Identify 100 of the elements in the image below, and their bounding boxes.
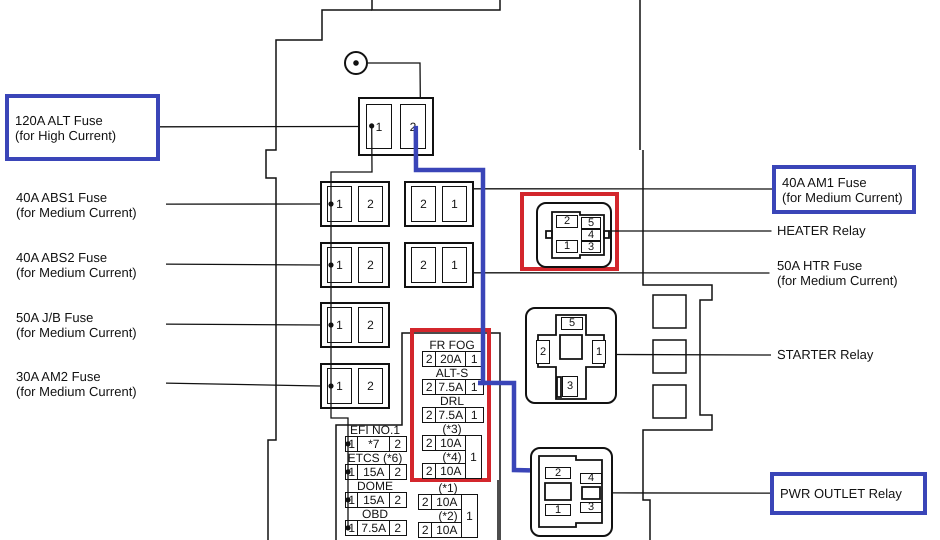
- terminal-pin: 1: [556, 240, 578, 253]
- fuse-cell: 1: [465, 435, 482, 479]
- fuse-slot: [404, 181, 474, 227]
- terminal-pin: 2: [358, 247, 383, 283]
- fuse-cell: 20A: [435, 351, 466, 367]
- callout-label: 40A ABS1 Fuse: [16, 190, 108, 205]
- fuse-label: DRL: [440, 395, 464, 407]
- callout-label: (for Medium Current): [16, 325, 137, 340]
- fuse-cell: 1: [461, 494, 478, 538]
- leader-line: [166, 323, 320, 326]
- callout-box: [5, 94, 160, 161]
- leader-line: [617, 354, 771, 356]
- fuse-cell: *7: [357, 436, 390, 452]
- terminal-pin: 1: [442, 247, 467, 283]
- terminal-pin: 2: [358, 307, 383, 343]
- callout-label: (for Medium Current): [782, 190, 903, 204]
- leader-line: [166, 382, 320, 387]
- leader-line: [474, 188, 772, 190]
- relay-socket: [536, 202, 612, 268]
- callout-label: (for High Current): [15, 128, 116, 142]
- leader-line: [160, 126, 358, 128]
- callout-label: STARTER Relay: [777, 347, 874, 362]
- leader-line: [613, 492, 770, 494]
- fuse-label: (*2): [438, 510, 458, 522]
- fuse-cell: 15A: [357, 464, 390, 480]
- terminal-pin: 1: [327, 247, 352, 283]
- leader-line: [166, 203, 320, 205]
- terminal-pin: 4: [580, 473, 602, 484]
- callout-label: 30A AM2 Fuse: [16, 369, 102, 384]
- leader-line: [474, 272, 770, 274]
- wire: [414, 126, 486, 386]
- terminal-pin: 2: [411, 186, 436, 222]
- callout-label: (for Medium Current): [777, 273, 898, 288]
- fuse-cell: 7.5A: [435, 379, 466, 395]
- leader-line: [166, 263, 320, 266]
- highlight-frame: [520, 192, 619, 271]
- terminal-pin: 3: [581, 241, 601, 253]
- callout-label: PWR OUTLET Relay: [780, 486, 902, 501]
- fuse-cell: 2: [389, 464, 406, 480]
- fuse-label: (*1): [438, 482, 458, 494]
- fuse-cell: 10A: [435, 435, 466, 451]
- callout-label: 120A ALT Fuse: [15, 112, 103, 128]
- terminal-pin: 1: [327, 307, 352, 343]
- terminal-pin: 3: [562, 376, 578, 397]
- terminal-pin: 2: [545, 467, 571, 479]
- fuse-slot: [320, 363, 390, 409]
- fuse-label: DOME: [357, 480, 393, 492]
- fuse-cell: 2: [389, 436, 406, 452]
- wire: [330, 126, 373, 528]
- fuse-label: (*3): [442, 423, 462, 435]
- wire: [478, 380, 530, 473]
- fuse-slot: [320, 181, 390, 227]
- fuse-label: ETCS (*6): [348, 452, 402, 464]
- fuse-cell: 7.5A: [357, 520, 390, 536]
- fuse-cell: 2: [389, 492, 406, 508]
- fuse-label: FR FOG: [429, 339, 475, 351]
- fuse-label: ALT-S: [436, 367, 468, 379]
- callout-box: [770, 472, 927, 515]
- callout-label: (for Medium Current): [16, 265, 137, 280]
- fuse-cell: 10A: [431, 494, 462, 510]
- terminal-pin: 2: [358, 186, 383, 222]
- relay-socket: [525, 307, 617, 404]
- callout-label: 40A ABS2 Fuse: [16, 250, 108, 265]
- terminal-pin: 1: [592, 340, 606, 364]
- fuse-label: (*4): [442, 451, 462, 463]
- fuse-cell: 10A: [435, 463, 466, 479]
- fuse-cell: 7.5A: [435, 407, 466, 423]
- callout-label: HEATER Relay: [777, 223, 866, 238]
- leader-line: [608, 230, 772, 232]
- fuse-cell: 1: [465, 379, 484, 395]
- terminal-pin: 1: [442, 186, 467, 222]
- relay-socket: [530, 447, 613, 537]
- terminal-pin: 2: [536, 340, 550, 364]
- callout-label: (for Medium Current): [16, 205, 137, 220]
- terminal-pin: 2: [556, 215, 578, 228]
- terminal-circle: [344, 51, 368, 75]
- terminal-pin: 1: [366, 104, 392, 149]
- terminal-pin: 2: [411, 247, 436, 283]
- callout-label: 50A J/B Fuse: [16, 310, 94, 325]
- terminal-pin: 5: [581, 217, 601, 229]
- terminal-pin: 1: [327, 368, 352, 404]
- fuse-slot: [404, 242, 474, 288]
- callout-label: (for Medium Current): [16, 384, 137, 399]
- fuse-cell: 1: [465, 407, 484, 423]
- wire: [368, 62, 421, 97]
- fuse-slot: [320, 302, 390, 348]
- callout-label: 50A HTR Fuse: [777, 258, 864, 273]
- callout-box: [772, 165, 916, 214]
- highlight-frame: [410, 328, 491, 482]
- fuse-slot: [358, 97, 434, 156]
- terminal-pin: 1: [545, 504, 571, 516]
- terminal-pin: 5: [561, 317, 583, 330]
- fuse-cell: 2: [389, 520, 406, 536]
- fuse-cell: 15A: [357, 492, 390, 508]
- fuse-label: EFI NO.1: [350, 424, 400, 436]
- fuse-label: OBD: [362, 508, 388, 520]
- terminal-pin: 1: [327, 186, 352, 222]
- terminal-pin: 4: [581, 229, 601, 241]
- fuse-cell: 10A: [431, 522, 462, 538]
- callout-label: 40A AM1 Fuse: [782, 174, 867, 190]
